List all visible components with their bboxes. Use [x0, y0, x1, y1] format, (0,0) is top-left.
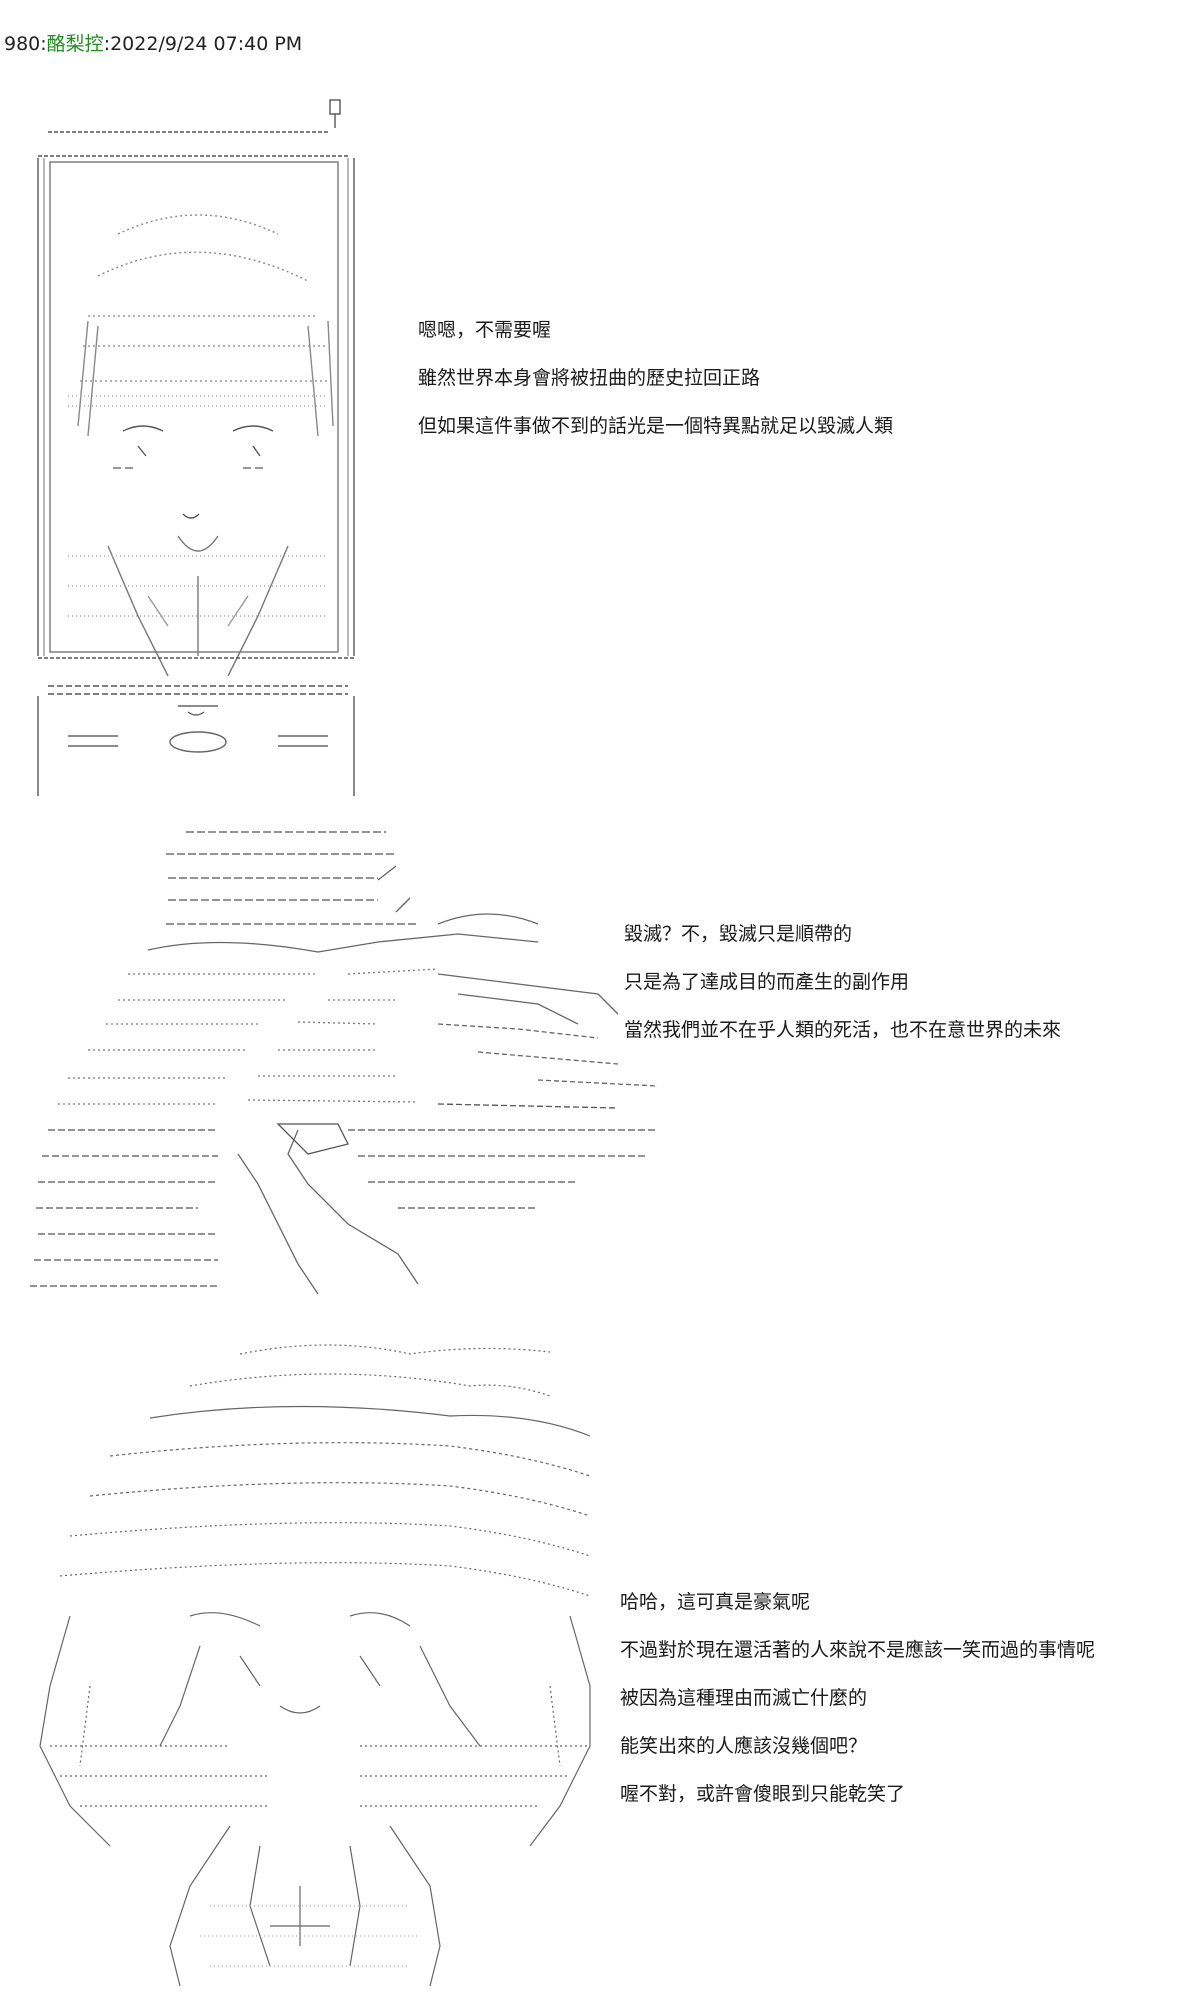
dialog-panel-2: 毀滅？不，毀滅只是順帶的 只是為了達成目的而產生的副作用 當然我們並不在乎人類的…	[624, 910, 1061, 1054]
dialog-line: 毀滅？不，毀滅只是順帶的	[624, 923, 853, 945]
post-separator: :	[40, 33, 47, 55]
dialog-line: 喔不對，或許會傻眼到只能乾笑了	[620, 1783, 906, 1805]
dialog-line: 嗯嗯，不需要喔	[418, 319, 552, 341]
ascii-art-armored-figure	[18, 824, 678, 1310]
dialog-line: 當然我們並不在乎人類的死活，也不在意世界的未來	[624, 1019, 1062, 1041]
poster-name[interactable]: 酪梨控	[46, 33, 104, 55]
dialog-line: 只是為了達成目的而產生的副作用	[624, 971, 910, 993]
ascii-art-long-hair-figure	[30, 1326, 600, 1996]
dialog-line: 被因為這種理由而滅亡什麼的	[620, 1687, 868, 1709]
dialog-line: 能笑出來的人應該沒幾個吧？	[620, 1735, 868, 1757]
dialog-line: 不過對於現在還活著的人來說不是應該一笑而過的事情呢	[620, 1639, 1096, 1661]
post-timestamp: :2022/9/24 07:40 PM	[103, 33, 303, 55]
dialog-line: 哈哈，這可真是豪氣呢	[620, 1591, 811, 1613]
post-number: 980	[4, 33, 41, 55]
dialog-line: 但如果這件事做不到的話光是一個特異點就足以毀滅人類	[418, 415, 894, 437]
post-header: 980:酪梨控:2022/9/24 07:40 PM	[4, 32, 302, 56]
ascii-art-phone-character	[28, 96, 368, 802]
dialog-panel-1: 嗯嗯，不需要喔 雖然世界本身會將被扭曲的歷史拉回正路 但如果這件事做不到的話光是…	[418, 306, 893, 450]
dialog-line: 雖然世界本身會將被扭曲的歷史拉回正路	[418, 367, 761, 389]
dialog-panel-3: 哈哈，這可真是豪氣呢 不過對於現在還活著的人來說不是應該一笑而過的事情呢 被因為…	[620, 1578, 1095, 1818]
